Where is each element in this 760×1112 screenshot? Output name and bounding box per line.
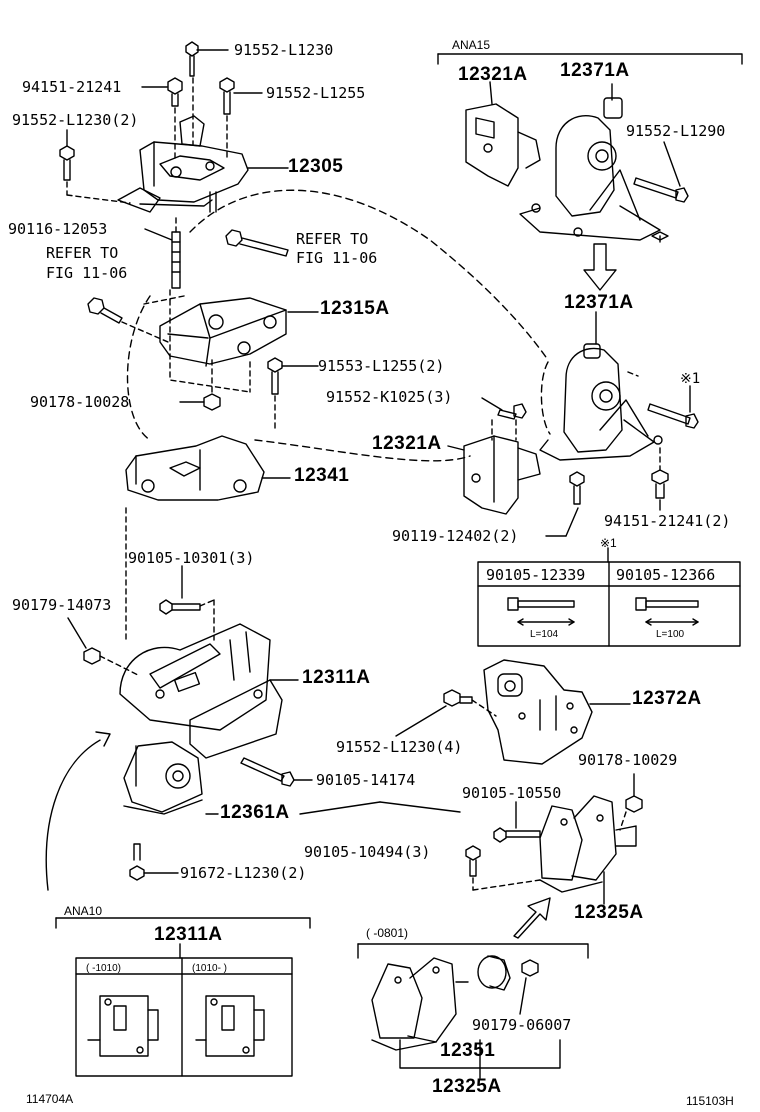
label-12325a-right: 12325A [574, 902, 644, 923]
label-refer-mid-1: REFER TO [296, 230, 369, 248]
stud-90116-12053 [171, 231, 181, 289]
label-90178-10029: 90178-10029 [578, 751, 678, 769]
ana10-frame [55, 917, 311, 929]
label-ana15: ANA15 [452, 38, 491, 52]
label-91552-l1290: 91552-L1290 [626, 122, 726, 140]
label-94151-21241: 94151-21241 [22, 78, 122, 96]
label-bolt-a-length: L=104 [530, 629, 559, 640]
label-91552-k1025-3: 91552-K1025(3) [326, 388, 453, 406]
bracket-12321a-top [465, 103, 541, 187]
label-bolt-b-length: L=100 [656, 629, 685, 640]
bolt-91553-l1255 [267, 357, 283, 395]
bolt-90105-10301 [159, 599, 201, 615]
label-12371a-top: 12371A [560, 60, 630, 81]
bracket-12315a [159, 297, 287, 367]
arrow-curve [45, 737, 105, 891]
bolt-90105-10494 [465, 845, 481, 877]
label-90105-14174: 90105-14174 [316, 771, 416, 789]
label-90116-12053: 90116-12053 [8, 220, 108, 238]
bolt-90105-10550 [493, 827, 541, 843]
label-refer-mid-2: FIG 11-06 [296, 249, 378, 267]
label-90105-10301-3: 90105-10301(3) [128, 549, 255, 567]
label-12325a-bottom: 12325A [432, 1076, 502, 1097]
label-12321a-top: 12321A [458, 64, 528, 85]
label-91672-l1230-2: 91672-L1230(2) [180, 864, 307, 882]
stud-94151-21241-2 [651, 469, 669, 499]
label-91552-l1230-2: 91552-L1230(2) [12, 111, 139, 129]
label-12371a-mid: 12371A [564, 292, 634, 313]
label-bolt-a: 90105-12339 [486, 566, 586, 584]
bolt-b-drawing [635, 597, 699, 626]
down-arrow [583, 243, 617, 291]
bolt-91552-l1230 [185, 41, 199, 77]
label-91553-l1255-2: 91553-L1255(2) [318, 357, 445, 375]
mount-12361a [123, 741, 203, 815]
label-12311a-box: 12311A [154, 924, 223, 945]
label-12315a: 12315A [320, 298, 390, 319]
bracket-12321a-mid [463, 435, 541, 515]
label-bolt-b: 90105-12366 [616, 566, 716, 584]
label-bolt-note-mark: ※1 [600, 536, 617, 550]
label-91552-l1230: 91552-L1230 [234, 41, 334, 59]
ana10-right-bracket [195, 995, 265, 1057]
label-refer-left-1: REFER TO [46, 244, 119, 262]
label-94151-21241-2: 94151-21241(2) [604, 512, 731, 530]
bracket-12325a-right [539, 795, 637, 893]
label-90178-10028: 90178-10028 [30, 393, 130, 411]
footer-right-code: 115103H [686, 1094, 734, 1108]
label-ana10-left-range: ( -1010) [86, 963, 122, 974]
bracket-12311a [119, 623, 283, 759]
label-12372a: 12372A [632, 688, 702, 709]
bolt-91552-l1290 [633, 177, 689, 203]
bolt-91672-l1230 [129, 843, 145, 881]
nut-90179-14073 [83, 647, 101, 665]
mount-12371a-top [519, 97, 661, 241]
bolt-a-drawing [507, 597, 575, 626]
mount-12372a [483, 659, 593, 765]
bolt-refer-left [87, 297, 123, 324]
label-refer-left-2: FIG 11-06 [46, 264, 128, 282]
bolt-refer-mid [225, 229, 289, 257]
range-frame [357, 943, 589, 959]
arrow-to-12325a [513, 897, 551, 939]
ana10-left-bracket [87, 995, 159, 1057]
label-12321a-mid: 12321A [372, 433, 442, 454]
label-ana10-right-range: (1010- ) [192, 963, 228, 974]
label-note-mark-1: ※1 [680, 371, 701, 387]
label-91552-l1230-4: 91552-L1230(4) [336, 738, 463, 756]
bolt-91552-l1230-4 [443, 689, 473, 707]
footer-left-code: 114704A [26, 1092, 74, 1106]
bolt-91552-l1255 [219, 77, 235, 115]
bolt-91552-k1025 [497, 403, 527, 420]
label-ana10: ANA10 [64, 904, 103, 918]
bracket-12351 [371, 957, 469, 1051]
label-12311a: 12311A [302, 667, 371, 688]
label-12305: 12305 [288, 156, 344, 177]
label-12341: 12341 [294, 465, 350, 486]
label-90105-10550: 90105-10550 [462, 784, 562, 802]
nut-90178-10029 [625, 795, 643, 813]
label-90119-12402-2: 90119-12402(2) [392, 527, 519, 545]
label-90105-10494-3: 90105-10494(3) [304, 843, 431, 861]
bolt-note-1 [647, 403, 699, 429]
ana15-frame [437, 53, 743, 65]
ana10-inner-box [75, 957, 293, 1077]
label-12351: 12351 [440, 1040, 496, 1061]
bolt-91552-l1230-2 [59, 145, 75, 181]
bushing-90179-06007 [477, 955, 539, 991]
label-12361a: 12361A [220, 802, 290, 823]
bracket-12305 [117, 115, 249, 213]
nut-90178-10028 [203, 393, 221, 411]
bolt-90119-12402 [569, 471, 585, 505]
label-90179-14073: 90179-14073 [12, 596, 112, 614]
nut-94151-21241 [167, 77, 183, 107]
label-range-0801: ( -0801) [366, 926, 409, 940]
bolt-90105-14174 [240, 757, 295, 787]
bracket-12341 [125, 435, 265, 501]
mount-12371a-mid [539, 343, 663, 461]
label-91552-l1255: 91552-L1255 [266, 84, 366, 102]
label-90179-06007: 90179-06007 [472, 1016, 572, 1034]
